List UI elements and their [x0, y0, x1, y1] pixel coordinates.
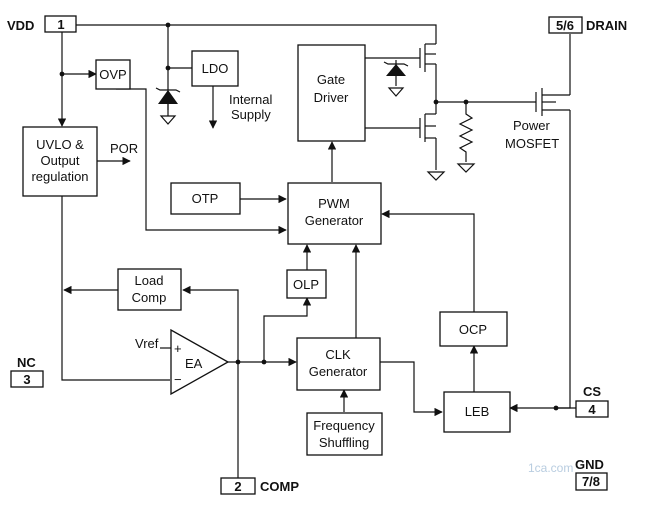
- vref-label: Vref: [135, 336, 159, 351]
- low-side-mosfet: [419, 112, 446, 181]
- svg-text:Frequency: Frequency: [313, 418, 375, 433]
- power-mosfet-label: Power MOSFET: [505, 118, 559, 151]
- por-label: POR: [110, 141, 138, 156]
- otp-block: OTP: [170, 182, 241, 215]
- svg-text:regulation: regulation: [31, 169, 88, 184]
- svg-text:Output: Output: [40, 153, 79, 168]
- svg-text:−: −: [174, 372, 182, 387]
- svg-text:OLP: OLP: [293, 277, 319, 292]
- leb-block: LEB: [443, 391, 511, 433]
- svg-text:PWM: PWM: [318, 196, 350, 211]
- svg-text:EA: EA: [185, 356, 203, 371]
- svg-text:DRAIN: DRAIN: [586, 18, 627, 33]
- pin-nc: NC 3: [10, 355, 44, 388]
- svg-text:OTP: OTP: [192, 191, 219, 206]
- power-mosfet: [535, 88, 570, 116]
- ovp-block: OVP: [95, 59, 131, 90]
- load-comp-block: Load Comp: [117, 268, 182, 311]
- svg-text:OCP: OCP: [459, 322, 487, 337]
- svg-text:OVP: OVP: [99, 67, 126, 82]
- svg-text:Power: Power: [513, 118, 551, 133]
- svg-text:7/8: 7/8: [582, 474, 600, 489]
- svg-text:1: 1: [57, 17, 64, 32]
- svg-text:CS: CS: [583, 384, 601, 399]
- svg-text:5/6: 5/6: [556, 18, 574, 33]
- driver-zener: [383, 60, 409, 97]
- pin-vdd: VDD 1: [7, 15, 77, 33]
- wires: [57, 22, 576, 478]
- svg-text:MOSFET: MOSFET: [505, 136, 559, 151]
- svg-text:NC: NC: [17, 355, 36, 370]
- svg-text:Load: Load: [135, 273, 164, 288]
- svg-text:2: 2: [234, 479, 241, 494]
- svg-text:Internal: Internal: [229, 92, 272, 107]
- uvlo-block: UVLO & Output regulation: [22, 126, 98, 197]
- olp-block: OLP: [286, 269, 327, 299]
- error-amplifier: EA + −: [170, 328, 230, 396]
- svg-text:COMP: COMP: [260, 479, 299, 494]
- pin-comp: 2 COMP: [220, 477, 299, 495]
- pwm-generator-block: PWM Generator: [287, 182, 382, 245]
- watermark: 1ca.com: [528, 461, 573, 475]
- svg-text:LEB: LEB: [465, 404, 490, 419]
- svg-text:Comp: Comp: [132, 290, 167, 305]
- pin-drain: 5/6 DRAIN: [548, 16, 627, 34]
- ocp-block: OCP: [439, 311, 508, 347]
- svg-text:Shuffling: Shuffling: [319, 435, 369, 450]
- svg-text:UVLO &: UVLO &: [36, 137, 84, 152]
- svg-text:CLK: CLK: [325, 347, 351, 362]
- clk-generator-block: CLK Generator: [296, 337, 381, 391]
- ldo-block: LDO: [191, 50, 239, 87]
- svg-text:+: +: [174, 341, 182, 356]
- svg-text:Gate: Gate: [317, 72, 345, 87]
- svg-text:VDD: VDD: [7, 18, 34, 33]
- ldo-zener: [155, 87, 181, 125]
- svg-text:Generator: Generator: [305, 213, 364, 228]
- svg-text:Generator: Generator: [309, 364, 368, 379]
- svg-text:GND: GND: [575, 457, 604, 472]
- svg-text:3: 3: [23, 372, 30, 387]
- svg-text:Driver: Driver: [314, 90, 349, 105]
- pulldown-resistor: [456, 102, 476, 173]
- gate-driver-block: Gate Driver: [297, 44, 366, 142]
- svg-text:4: 4: [588, 402, 596, 417]
- svg-text:LDO: LDO: [202, 61, 229, 76]
- pin-gnd: GND 7/8: [575, 457, 608, 491]
- high-side-mosfet: [419, 40, 437, 72]
- pin-cs: CS 4: [575, 384, 609, 418]
- internal-supply-label: Internal Supply: [229, 92, 272, 122]
- svg-text:Supply: Supply: [231, 107, 271, 122]
- frequency-shuffling-block: Frequency Shuffling: [306, 412, 383, 456]
